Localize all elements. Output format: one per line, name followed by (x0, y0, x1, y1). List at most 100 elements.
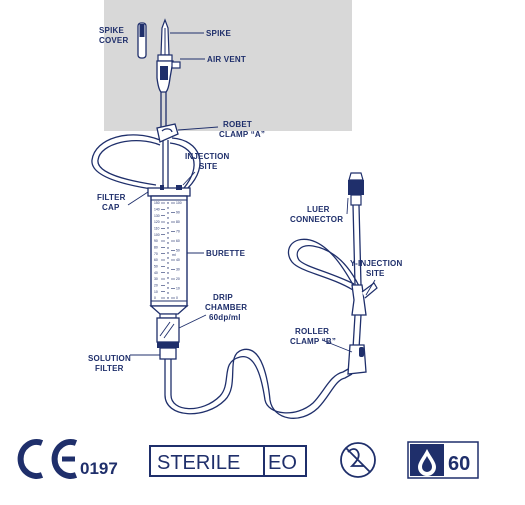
notified-body-number: 0197 (80, 459, 118, 478)
label-luer-connector-2: CONNECTOR (290, 215, 343, 224)
burette-centre-mark (167, 272, 169, 274)
upper-tube (160, 92, 167, 128)
burette-left-tick-label: 90 (154, 239, 158, 243)
drop-factor-value: 60 (448, 453, 470, 475)
label-drip-chamber-3: 60dp/ml (209, 313, 241, 322)
luer-loop-inner (296, 245, 360, 287)
luer-loop-outer (287, 238, 357, 291)
burette-centre-mark (167, 217, 169, 219)
burette-left-tick-label: 10 (154, 290, 158, 294)
sterile-method: EO (268, 452, 297, 474)
label-luer-connector-1: LUER (307, 205, 330, 214)
burette-centre-mark (167, 262, 169, 264)
label-spike-cover-1: SPIKE (99, 26, 124, 35)
burette-right-tick-label: 40 (176, 258, 180, 262)
burette-left-tick-label: 80 (154, 246, 158, 250)
burette-left-tick-label: 70 (154, 252, 158, 256)
sterile-label: STERILE (157, 452, 240, 474)
label-injection-site-2: SITE (199, 162, 218, 171)
burette-centre-mark (167, 227, 169, 229)
robet-clamp-a (156, 123, 179, 143)
burette-ticks (161, 202, 175, 299)
spike-cover (137, 22, 147, 59)
burette-centre-mark (167, 282, 169, 284)
leader-lines (127, 32, 376, 356)
burette-right-tick-label: 0 (176, 296, 178, 300)
label-spike: SPIKE (206, 29, 231, 38)
label-y-injection-site-1: Y-INJECTION (350, 259, 402, 268)
drip-chamber (156, 313, 180, 348)
burette-centre-mark (167, 242, 169, 244)
spike (157, 18, 173, 62)
label-spike-cover-2: COVER (99, 36, 128, 45)
burette-left-tick-label: 30 (154, 277, 158, 281)
burette-left-tick-label: 0 (154, 296, 156, 300)
burette-left-tick-label: 130 (154, 214, 160, 218)
burette-right-tick-label: 100 (176, 201, 182, 205)
do-not-reuse-icon (340, 442, 376, 478)
label-drip-chamber-1: DRIP (213, 293, 233, 302)
burette-centre-mark (167, 232, 169, 234)
label-robet-clamp-a-1: ROBET (223, 120, 252, 129)
labels: SPIKE COVER SPIKE AIR VENT ROBET CLAMP “… (88, 26, 402, 373)
solution-filter (159, 347, 177, 360)
sterile-eo-box: STERILE EO (149, 445, 307, 477)
burette-centre-mark (167, 267, 169, 269)
burette-right-tick-label: 80 (176, 220, 180, 224)
burette-body (150, 195, 188, 307)
luer-connector (348, 172, 364, 206)
burette-right-tick-label: 30 (176, 268, 180, 272)
label-air-vent: AIR VENT (207, 55, 246, 64)
burette-right-tick-label: 10 (176, 287, 180, 291)
highlight-panel (104, 0, 352, 131)
burette-left-tick-label: 150 (154, 201, 160, 205)
burette-right-tick-label: 70 (176, 230, 180, 234)
bottom-tube-outer (164, 348, 353, 419)
burette-centre-mark (167, 257, 169, 259)
burette-left-tick-label: 110 (154, 227, 160, 231)
burette-right-tick-label: 60 (176, 239, 180, 243)
burette-centre-mark (167, 277, 169, 279)
air-vent (156, 60, 181, 93)
bottom-tube-inner (170, 356, 351, 414)
label-y-injection-site-2: SITE (366, 269, 385, 278)
label-burette: BURETTE (206, 249, 246, 258)
label-injection-site-1: INJECTION (185, 152, 229, 161)
drop-factor-icon: 60 (407, 441, 479, 479)
burette-right-tick-label: 20 (176, 277, 180, 281)
burette-centre-mark (167, 297, 169, 299)
burette-centre-mark (167, 202, 169, 204)
label-roller-clamp-b-2: CLAMP “B” (290, 337, 336, 346)
clamp-loop-inner (169, 142, 195, 189)
burette-unit: ml (172, 253, 176, 257)
burette-left-tick-label: 50 (154, 265, 158, 269)
label-solution-filter-2: FILTER (95, 364, 124, 373)
vent-loop-outer (91, 134, 161, 191)
burette-left-tick-label: 40 (154, 271, 158, 275)
burette-left-tick-label: 20 (154, 284, 158, 288)
burette-right-tick-label: 50 (176, 249, 180, 253)
ce-mark (17, 439, 78, 479)
burette-centre-mark (167, 212, 169, 214)
label-solution-filter-1: SOLUTION (88, 354, 131, 363)
burette-centre-mark (167, 292, 169, 294)
burette-centre-mark (167, 237, 169, 239)
burette-right-tick-label: 90 (176, 211, 180, 215)
burette-centre-mark (167, 247, 169, 249)
clamp-to-burette-tube (162, 140, 169, 190)
label-roller-clamp-b-1: ROLLER (295, 327, 329, 336)
burette-centre-mark (167, 287, 169, 289)
filter-cap (147, 187, 191, 197)
burette-centre-mark (167, 207, 169, 209)
burette-left-tick-label: 120 (154, 220, 160, 224)
roller-clamp-b (347, 344, 367, 375)
label-filter-cap-1: FILTER (97, 193, 126, 202)
burette-left-tick-label: 60 (154, 258, 158, 262)
label-robet-clamp-a-2: CLAMP “A” (219, 130, 265, 139)
burette-centre-mark (167, 222, 169, 224)
luer-tube (352, 204, 362, 286)
